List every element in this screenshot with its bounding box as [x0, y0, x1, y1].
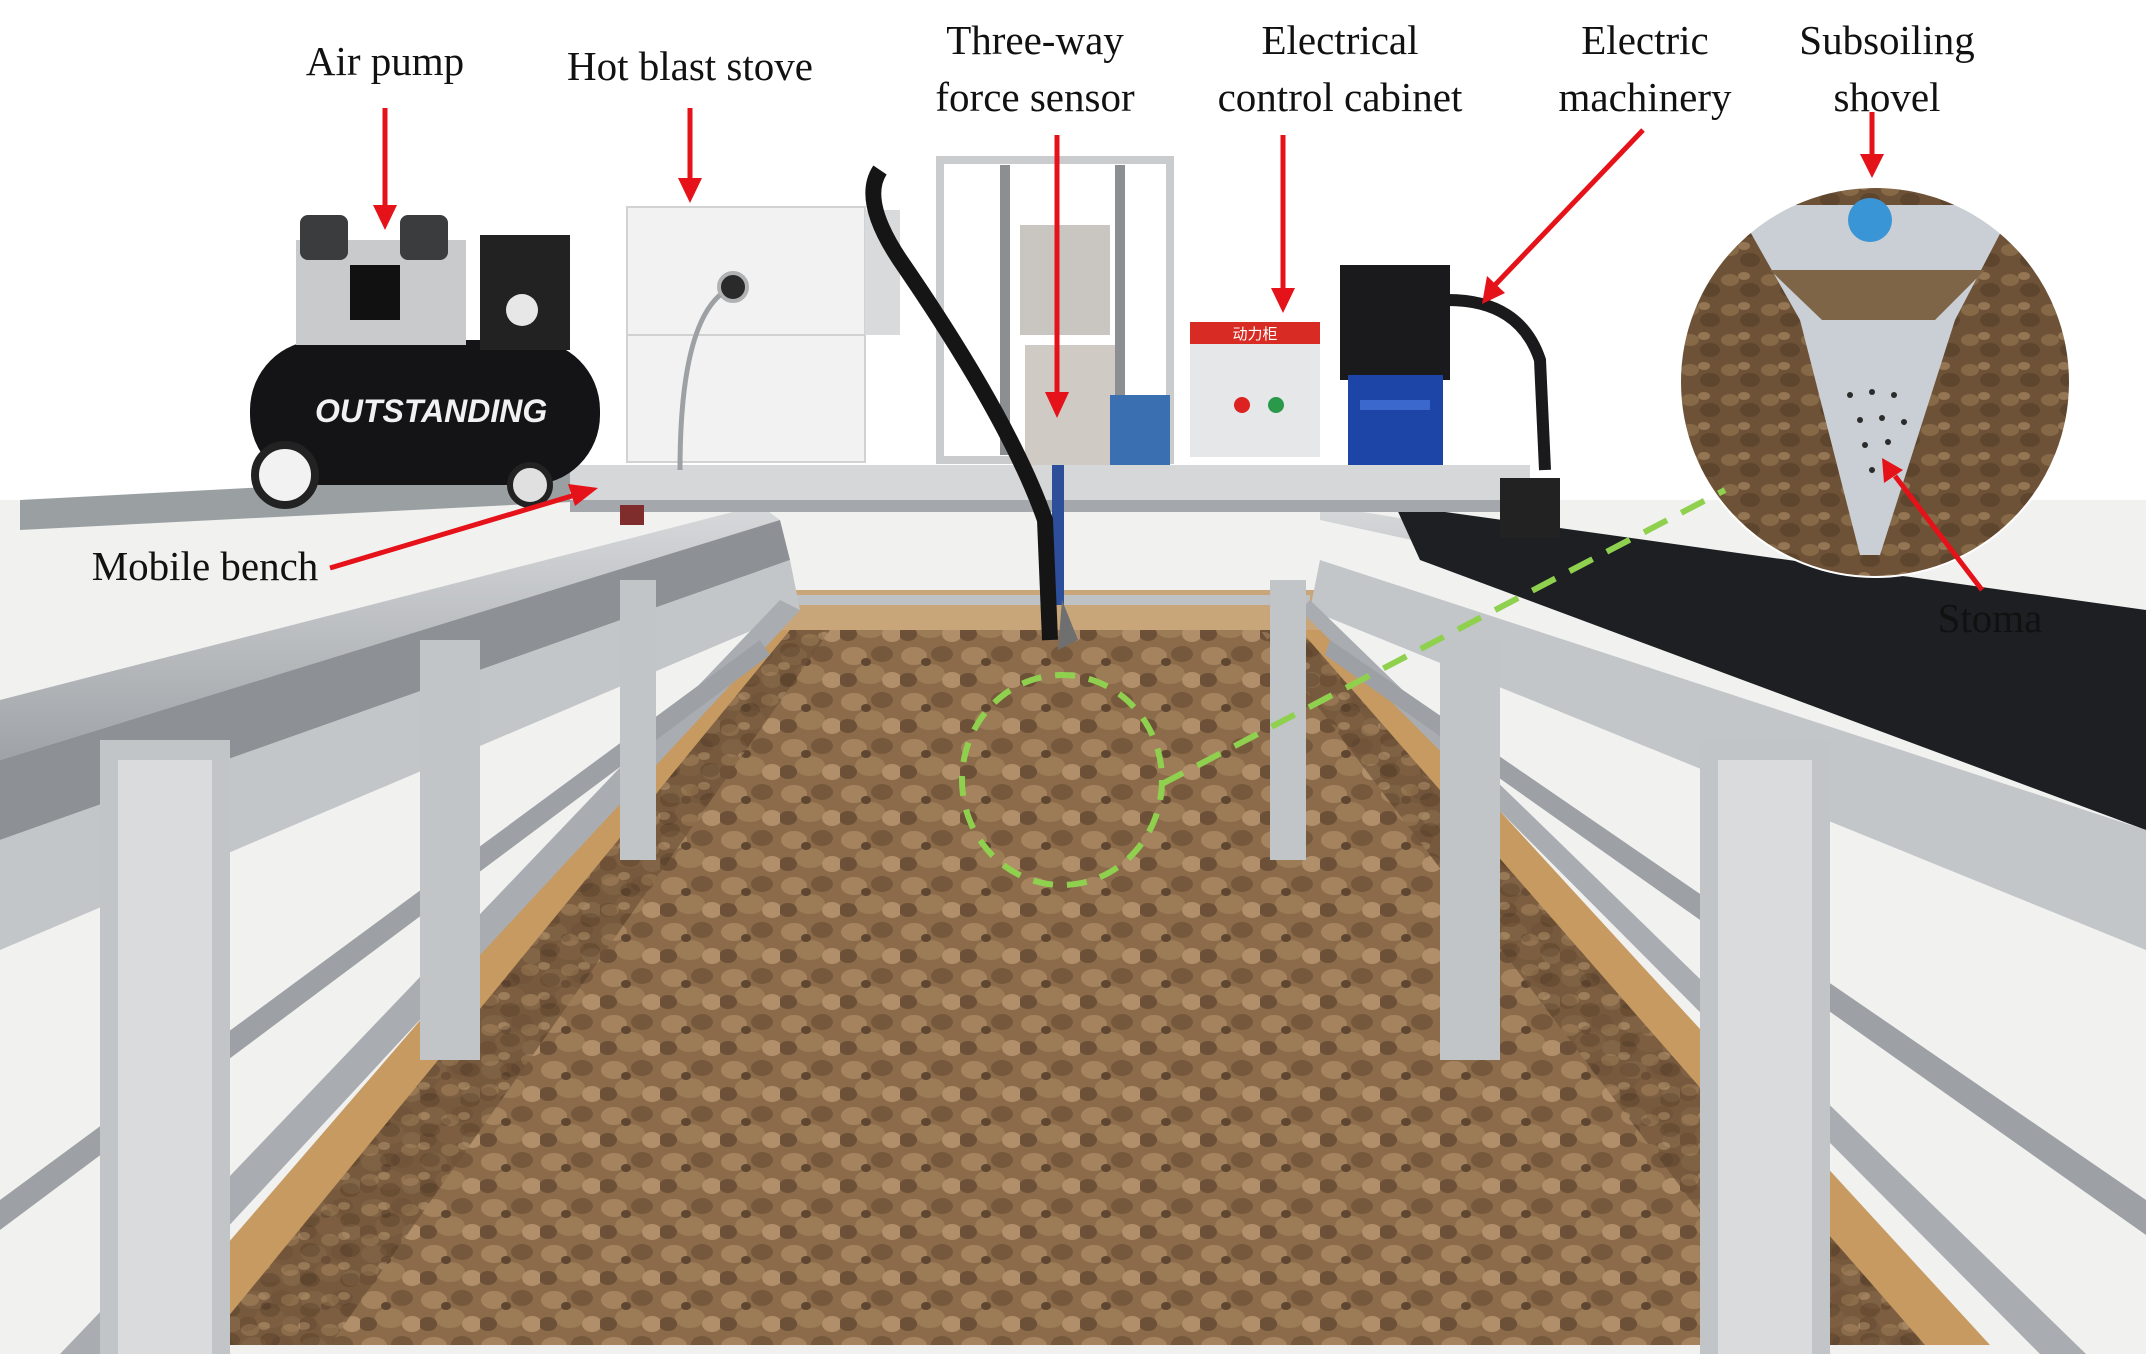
hot-blast-stove-label: Hot blast stove — [567, 43, 813, 89]
electrical-control-cabinet-label: Electrical control cabinet — [1217, 17, 1463, 120]
mobile-bench-label: Mobile bench — [91, 543, 319, 589]
subsoiling-shovel-inset — [1680, 187, 2070, 577]
electric-machinery-graphic — [1340, 265, 1551, 471]
hot-blast-stove-graphic — [626, 206, 900, 471]
subsoiling-shovel-label: Subsoiling shovel — [1799, 17, 1975, 120]
three-way-force-sensor-graphic — [865, 156, 1174, 650]
three-way-force-sensor-label: Three-way force sensor — [935, 17, 1135, 120]
svg-text:动力柜: 动力柜 — [1232, 325, 1277, 343]
air-pump-label: Air pump — [305, 38, 465, 84]
stoma-label: Stoma — [1937, 595, 2043, 641]
svg-text:OUTSTANDING: OUTSTANDING — [315, 393, 547, 429]
electrical-control-cabinet-graphic: 动力柜 — [1110, 322, 1320, 465]
callout-arrows — [329, 108, 1984, 592]
electric-machinery-label: Electric machinery — [1558, 17, 1732, 120]
air-compressor-graphic: OUTSTANDING — [250, 215, 600, 509]
